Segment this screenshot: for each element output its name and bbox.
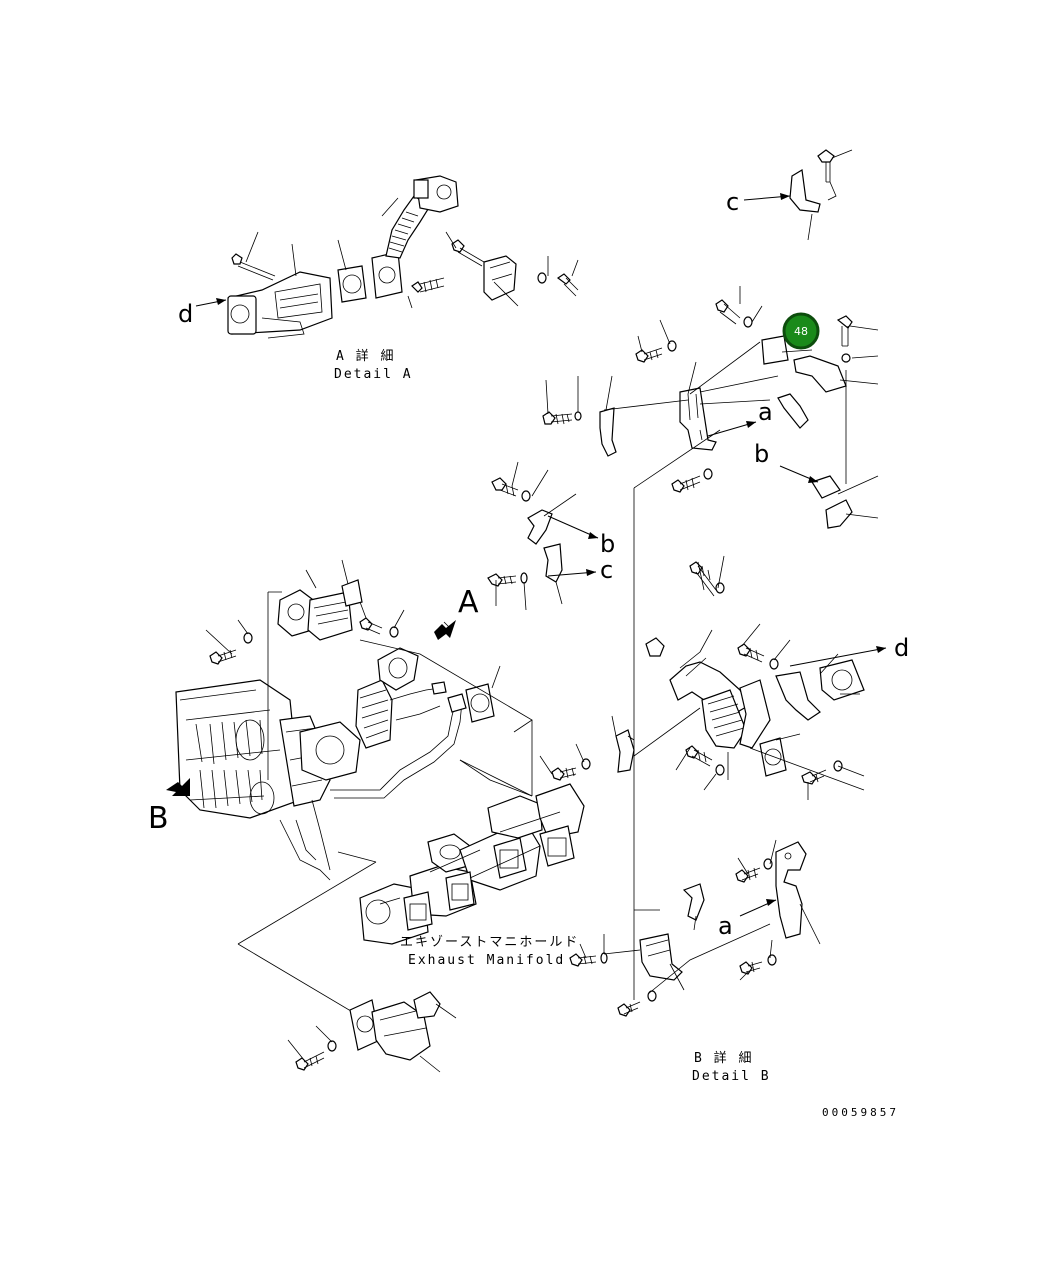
detail-b-assembly <box>569 839 821 1017</box>
ref-label-d-right: d <box>894 634 909 662</box>
view-arrow-label-a: A <box>458 585 479 620</box>
detail-a-label-jp: A 詳 細 <box>336 348 395 364</box>
detail-a-assembly <box>195 175 579 339</box>
middle-clamp-assembly <box>487 461 599 611</box>
callout-number: 48 <box>794 325 808 338</box>
ref-label-c-middle: c <box>600 556 613 584</box>
egr-pipe-assembly <box>539 555 887 880</box>
ref-label-a-top: a <box>758 398 773 426</box>
drawing-number: 00059857 <box>822 1106 899 1119</box>
ref-label-a-bottom: a <box>718 912 733 940</box>
part-callout-48[interactable]: 48 <box>782 312 820 350</box>
detail-a-label: Detail A <box>334 367 413 382</box>
ref-label-d-left: d <box>178 300 193 328</box>
ref-label-c-top: c <box>726 188 739 216</box>
manifold-label: Exhaust Manifold <box>408 953 565 968</box>
upper-bracket-assembly <box>542 149 879 602</box>
bottom-egr-valve <box>287 991 457 1073</box>
detail-b-label: Detail B <box>692 1069 771 1084</box>
exhaust-manifold <box>359 720 585 945</box>
engine-egr-assembly <box>166 559 533 1021</box>
ref-label-b-middle: b <box>600 530 615 558</box>
manifold-label-jp: エキゾーストマニホールド <box>400 935 579 950</box>
ref-label-b-right: b <box>754 440 769 468</box>
view-arrow-label-b: B <box>148 801 169 836</box>
detail-b-label-jp: B 詳 細 <box>694 1050 753 1066</box>
